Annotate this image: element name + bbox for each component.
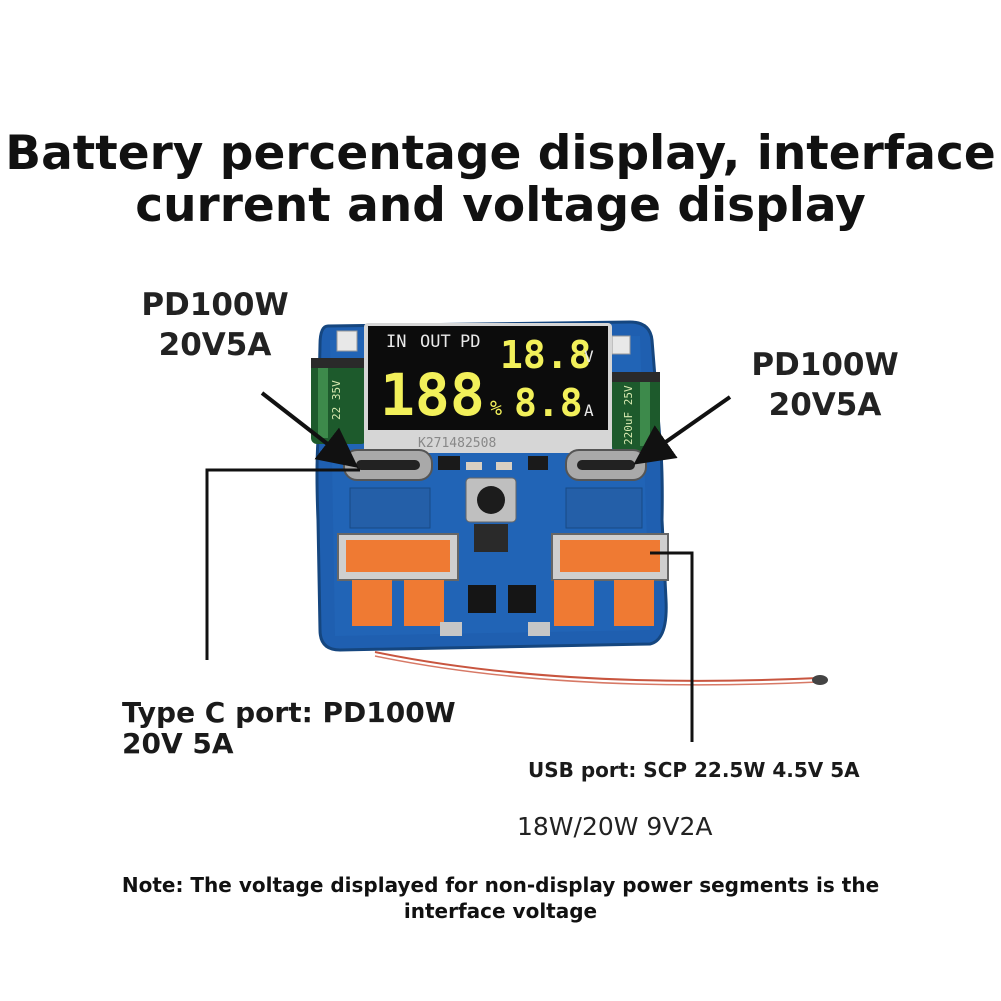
type-c-caption: Type C port: PD100W 20V 5A: [122, 697, 456, 759]
type-c-leader-line: [205, 468, 360, 660]
usb-a-port-left: [337, 533, 459, 626]
note-line-2: interface voltage: [403, 899, 598, 923]
left-port-label: PD100W 20V5A: [130, 285, 300, 365]
right-port-power: PD100W: [751, 347, 899, 383]
left-port-spec: 20V5A: [158, 327, 272, 363]
type-c-caption-line-1: Type C port: PD100W: [122, 696, 456, 729]
usb-leader-line: [650, 551, 694, 742]
lcd-serial: K271482508: [418, 436, 496, 451]
right-pointer-arrow: [633, 395, 732, 465]
lcd-display: IN OUT PD 188 % 18.8 V 8.8 A K271482508: [364, 323, 612, 453]
lcd-current-unit: A: [584, 401, 594, 420]
lcd-percent-sign: %: [490, 396, 502, 420]
left-pointer-arrow: [260, 391, 359, 468]
lcd-label-out: OUT: [420, 332, 451, 352]
right-port-spec: 20V5A: [768, 387, 882, 423]
lcd-label-pd: PD: [460, 332, 480, 352]
lcd-label-in: IN: [386, 332, 406, 352]
title-line-2: current and voltage display: [135, 178, 866, 233]
lcd-current-digits: 8.8: [514, 381, 583, 425]
thermistor-wire: [374, 651, 819, 682]
right-port-label: PD100W 20V5A: [740, 345, 910, 425]
capacitor-left-text: 22 35V: [330, 380, 343, 420]
note-line-1: Note: The voltage displayed for non-disp…: [121, 873, 880, 897]
type-c-caption-line-2: 20V 5A: [122, 727, 234, 760]
capacitor-right: 220uF 25V: [612, 372, 660, 452]
lcd-voltage-unit: V: [584, 347, 594, 366]
title-line-1: Battery percentage display, interface: [5, 126, 996, 181]
led-right: [611, 335, 631, 355]
usb-caption-line-2: 18W/20W 9V2A: [517, 812, 713, 841]
left-port-power: PD100W: [141, 287, 289, 323]
lcd-battery-digits: 188: [380, 361, 485, 429]
capacitor-left: 22 35V: [311, 358, 367, 444]
usb-a-port-right: [551, 533, 669, 626]
lcd-voltage-digits: 18.8: [500, 333, 592, 377]
usb-caption-line-1: USB port: SCP 22.5W 4.5V 5A: [528, 758, 860, 782]
led-left: [336, 330, 358, 352]
capacitor-right-text: 220uF 25V: [622, 385, 635, 445]
